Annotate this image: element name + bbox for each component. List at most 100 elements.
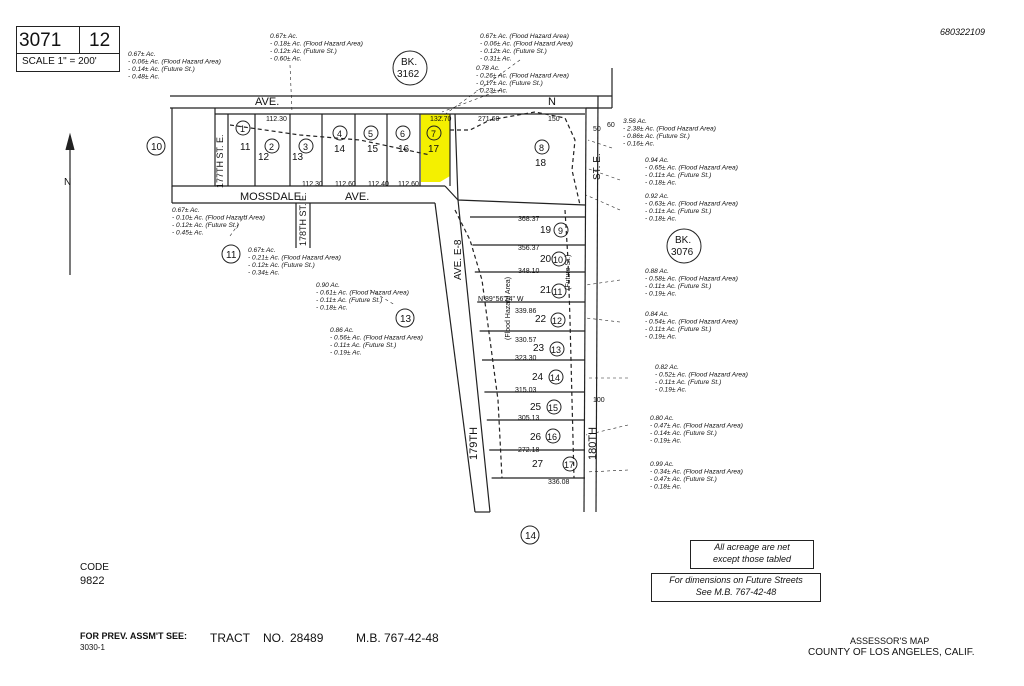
acreage-note-line: - 0.47± Ac. (Future St.) [650, 476, 717, 483]
dimension-label: 348.10 [518, 268, 540, 275]
lot-number: 14 [334, 144, 346, 155]
acreage-note-line: - 0.12± Ac. (Future St.) [248, 262, 315, 269]
reference-number: 680322109 [940, 27, 986, 37]
acreage-note-line: All acreage are net [714, 542, 790, 552]
lot-number: 24 [532, 372, 544, 383]
map-book-reference: M.B. 767-42-48 [356, 631, 439, 645]
acreage-note-line: - 2.38± Ac. (Flood Hazard Area) [623, 126, 716, 133]
parcel-circle [395, 125, 411, 141]
parcel-number: 16 [547, 432, 557, 442]
code-label: CODE [80, 562, 109, 573]
dimension-label: 368.37 [518, 216, 540, 223]
map-book-number: 3071 [19, 30, 62, 51]
acreage-note-line: 0.94 Ac. [645, 157, 669, 164]
lot-number: 11 [240, 142, 251, 153]
leader-line [289, 64, 293, 113]
acreage-note: 0.92 Ac.- 0.63± Ac. (Flood Hazard Area)-… [645, 193, 738, 223]
leader-line [585, 317, 621, 323]
acreage-note: 0.80 Ac.- 0.47± Ac. (Flood Hazard Area)-… [650, 415, 743, 445]
dimension-label: 112.30 [266, 116, 287, 123]
acreage-note-line: - 0.11± Ac. (Future St.) [645, 283, 711, 290]
book-reference-label: BK. [675, 235, 691, 246]
acreage-note-line: - 0.31± Ac. [480, 56, 512, 63]
bearing-label: N 89°56'24" W [478, 295, 524, 303]
leader-line [229, 214, 246, 237]
street-label-mossdale: MOSSDALE [240, 191, 301, 203]
acreage-note: 0.86 Ac.- 0.56± Ac. (Flood Hazard Area)-… [330, 327, 423, 357]
acreage-note-line: - 0.14± Ac. (Future St.) [650, 430, 717, 437]
lot-number: 18 [535, 158, 547, 169]
acreage-note-line: 0.67± Ac. [172, 207, 200, 214]
book-reference-circle [392, 50, 428, 86]
block-number: 11 [226, 250, 237, 261]
acreage-note-line: 0.86 Ac. [330, 327, 354, 334]
acreage-note-line: - 0.26± Ac. (Flood Hazard Area) [476, 73, 569, 80]
lot-number: 16 [398, 144, 410, 155]
block-circle [520, 525, 540, 545]
parcel-number: 10 [553, 255, 563, 265]
parcel-circle [546, 399, 562, 415]
dimension-label: 356.37 [518, 245, 540, 252]
acreage-note-line: - 0.48± Ac. [128, 74, 160, 81]
lot-number: 19 [540, 225, 552, 236]
parcel-circle [298, 138, 314, 154]
acreage-note-line: - 0.60± Ac. [270, 56, 302, 63]
future-street-line [564, 209, 575, 479]
assessor-map-title: ASSESSOR'S MAP [850, 636, 930, 646]
dimension-label: 150 [548, 116, 560, 123]
code-value: 9822 [80, 575, 105, 587]
map-scale: SCALE 1" = 200' [22, 56, 97, 67]
north-arrow-head [65, 132, 75, 151]
acreage-note-line: 0.78 Ac. [476, 65, 500, 72]
acreage-note-line: - 0.18± Ac. (Flood Hazard Area) [270, 41, 363, 48]
parcel-number: 4 [337, 129, 342, 139]
parcel-number: 8 [539, 143, 544, 153]
acreage-note: 0.82 Ac.- 0.52± Ac. (Flood Hazard Area)-… [655, 364, 748, 394]
acreage-note-line: - 0.19± Ac. [645, 291, 677, 298]
dimension-label: 323.30 [515, 355, 537, 362]
acreage-note-line: - 0.23± Ac. [476, 88, 508, 95]
parcel-circle [264, 138, 280, 154]
acreage-note-line: - 0.19± Ac. [330, 350, 362, 357]
lot-number: 25 [530, 402, 542, 413]
acreage-note-line: - 0.65± Ac. (Flood Hazard Area) [645, 165, 738, 172]
dimension-label: 112.40 [368, 181, 389, 188]
leader-line [585, 469, 629, 473]
parcel-circle [551, 283, 567, 299]
acreage-note-line: - 0.11± Ac. (Future St.) [655, 379, 721, 386]
parcel-number: 7 [431, 129, 436, 139]
acreage-note-line: - 0.18± Ac. [316, 305, 348, 312]
dimension-label: 305.13 [518, 415, 540, 422]
lot-number: 12 [258, 152, 270, 163]
acreage-note: 0.90 Ac.- 0.61± Ac. (Flood Hazard Area)-… [316, 282, 409, 312]
acreage-note-line: 0.67± Ac. [270, 33, 298, 40]
street-line [171, 108, 216, 187]
county-title: COUNTY OF LOS ANGELES, CALIF. [808, 647, 975, 658]
acreage-note-line: 3.56 Ac. [623, 118, 647, 125]
acreage-note-line: - 0.45± Ac. [172, 230, 204, 237]
parcel-number: 5 [368, 129, 373, 139]
street-label-avenue: AVE. [255, 96, 279, 108]
acreage-note: 0.94 Ac.- 0.65± Ac. (Flood Hazard Area)-… [645, 157, 738, 187]
north-arrow-label: N [64, 177, 71, 188]
lot-number: 21 [540, 285, 552, 296]
lot-number: 20 [540, 254, 552, 265]
street-label-179th: 179TH [468, 427, 480, 460]
acreage-note-line: - 0.19± Ac. [655, 387, 687, 394]
dimension-label: 112.60 [398, 181, 419, 188]
acreage-note-line: - 0.11± Ac. (Future St.) [316, 297, 382, 304]
street-label-st-e: ST. E. [592, 153, 603, 180]
acreage-note-line: - 0.16± Ac. [623, 141, 655, 148]
acreage-note-line: - 0.61± Ac. (Flood Hazard Area) [316, 290, 409, 297]
future-street-label: (Future St.) [565, 255, 572, 290]
acreage-note-line: 0.82 Ac. [655, 364, 679, 371]
index-divider [79, 27, 80, 53]
parcel-number: 14 [550, 373, 560, 383]
street-label-avenue: AVE. [345, 191, 369, 203]
acreage-note-line: 0.67± Ac. [248, 247, 276, 254]
dimension-label: 339.86 [515, 308, 537, 315]
acreage-note-line: 0.92 Ac. [645, 193, 669, 200]
street-label-n: N [548, 96, 556, 108]
leader-line [439, 59, 521, 119]
acreage-note-line: - 0.10± Ac. (Flood Hazard Area) [172, 215, 265, 222]
